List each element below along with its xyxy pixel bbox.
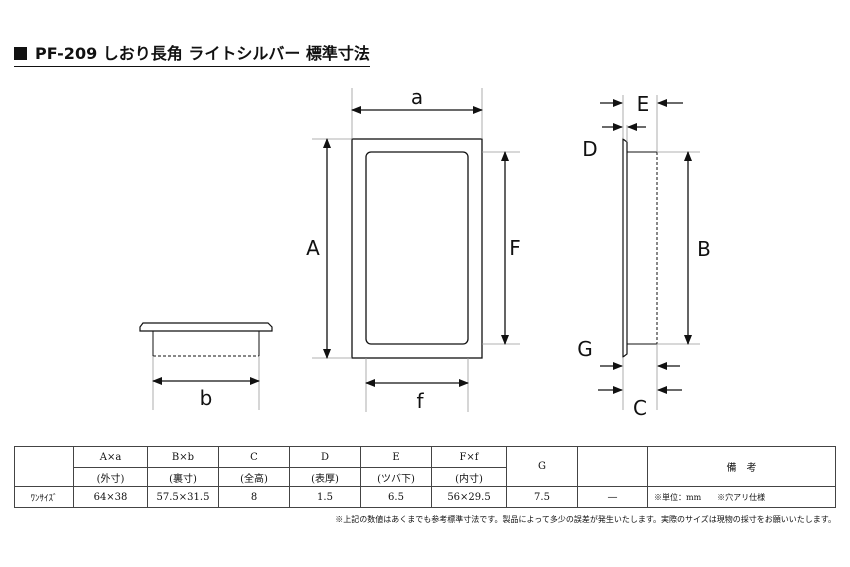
bottom-view: b [139,322,273,410]
cell-BxB: 57.5×31.5 [147,486,219,508]
square-bullet-icon [14,47,27,60]
subheader-back: (裏寸) [147,467,219,487]
label-b: b [200,386,213,410]
label-a: a [411,85,423,109]
header-blank [577,446,648,487]
header-E: E [360,446,432,468]
subheader-inner: (内寸) [431,467,507,487]
header-AxA: A×a [73,446,148,468]
header-C: C [218,446,290,468]
cell-D: 1.5 [289,486,361,508]
header-G: G [506,446,578,487]
cell-FxF: 56×29.5 [431,486,507,508]
side-view: E D B G C [577,92,711,420]
label-G: G [577,337,593,361]
label-f: f [416,389,424,413]
inner-recess [365,151,469,345]
header-BxB: B×b [147,446,219,468]
header-remarks: 備 考 [647,446,836,487]
subheader-outer: (外寸) [73,467,148,487]
footnote: ※上記の数値はあくまでも参考標準寸法です。製品によって多少の誤差が発生いたします… [335,515,836,524]
label-B: B [697,237,711,261]
subheader-thickness: (表厚) [289,467,361,487]
dimension-drawing: a A F f b [139,85,711,420]
page-title: PF-209 しおり長角 ライトシルバー 標準寸法 [14,40,370,67]
label-C: C [633,396,647,420]
front-view: a A F f [306,85,521,413]
label-E: E [637,92,650,116]
side-flange [622,137,628,359]
cell-remarks: ※単位：mm ※穴アリ仕様 [647,486,836,508]
label-D: D [582,137,597,161]
table-row: ﾜﾝｻｲｽﾞ 64×38 57.5×31.5 8 1.5 6.5 56×29.5… [14,486,836,508]
label-F: F [509,236,521,260]
cell-E: 6.5 [360,486,432,508]
cell-G: 7.5 [506,486,578,508]
cell-AxA: 64×38 [73,486,148,508]
spec-subheader-row: (外寸) (裏寸) (全高) (表厚) (ツバ下) (内寸) [15,467,836,487]
flange [139,322,273,332]
spec-header-row: A×a B×b C D E F×f G 備 考 [14,446,836,487]
row-label: ﾜﾝｻｲｽﾞ [14,486,74,508]
label-A: A [306,236,320,260]
corner-cell [14,446,74,487]
spec-table: A×a B×b C D E F×f G 備 考 (外寸) (裏寸) (全高) (… [14,446,836,508]
subheader-height: (全高) [218,467,290,487]
subheader-under-flange: (ツバ下) [360,467,432,487]
title-text: PF-209 しおり長角 ライトシルバー 標準寸法 [35,44,370,63]
header-D: D [289,446,361,468]
cell-C: 8 [218,486,290,508]
header-FxF: F×f [431,446,507,468]
cell-dash: — [577,486,648,508]
